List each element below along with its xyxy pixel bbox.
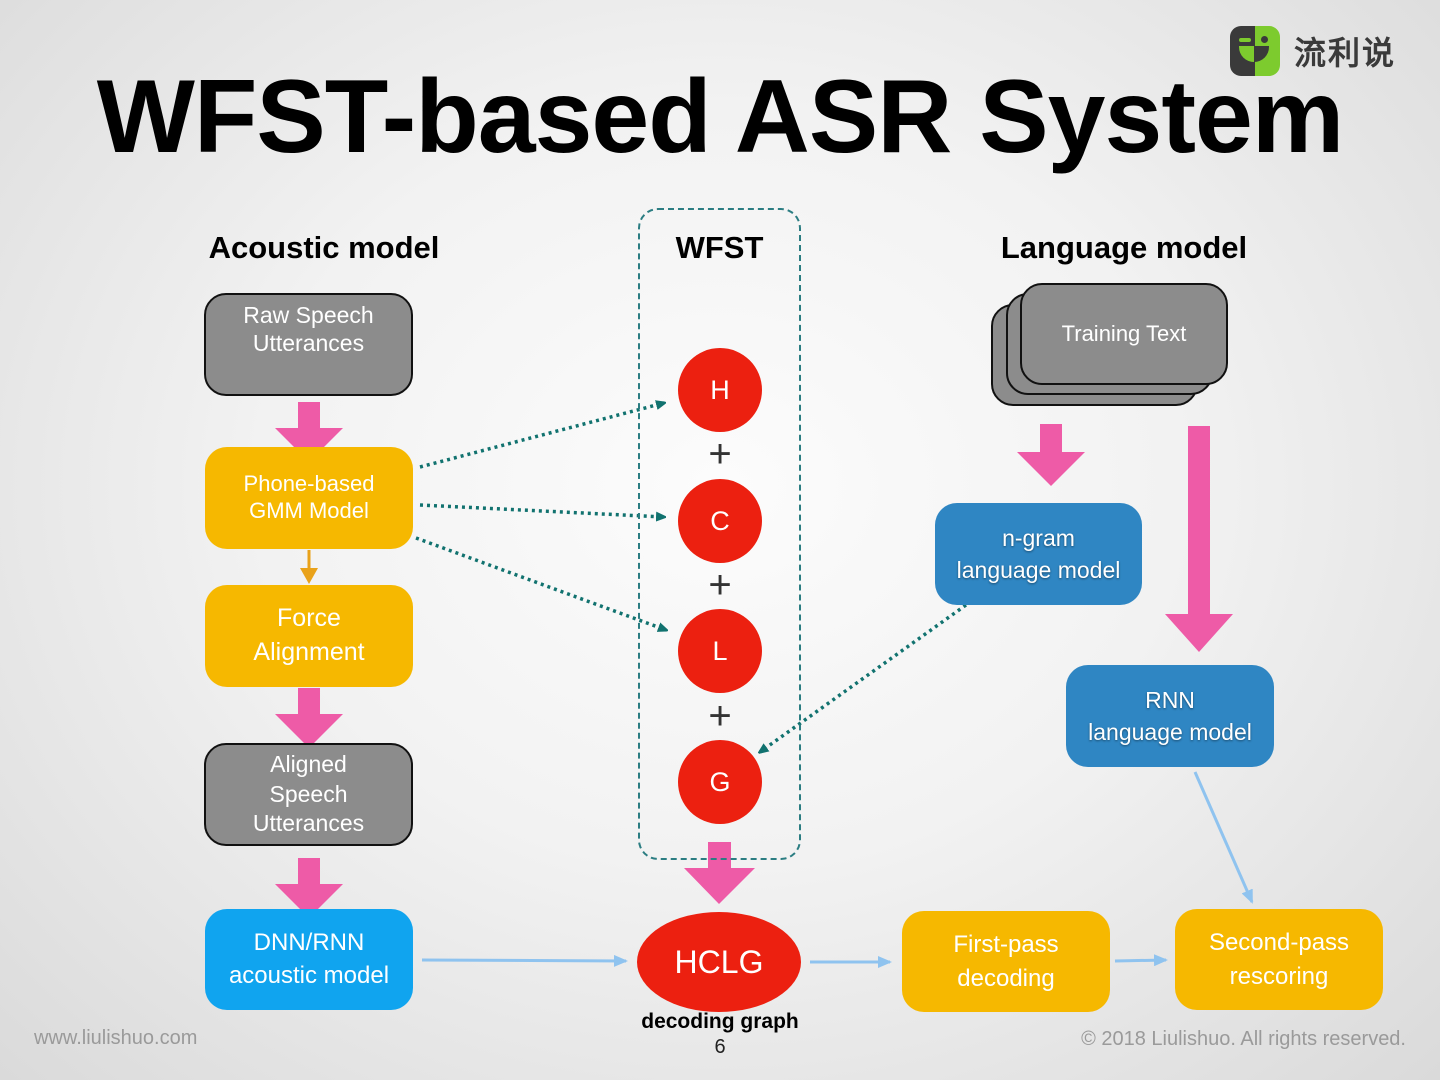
- slide-title: WFST-based ASR System: [96, 59, 1345, 175]
- aligned-line-3: Utterances: [252, 810, 365, 837]
- wfst-node-H: H: [678, 348, 762, 432]
- gmm-line-1: Phone-based: [243, 471, 375, 497]
- ngram-language-model-box: n-gram language model: [935, 503, 1142, 605]
- liulishuo-logo-icon: [1230, 26, 1280, 76]
- arrow-dnn-to-hclg: [421, 954, 628, 967]
- wfst-heading: WFST: [675, 230, 764, 265]
- first-pass-decoding-box: First-pass decoding: [902, 911, 1110, 1012]
- second-pass-rescoring-box: Second-pass rescoring: [1175, 909, 1383, 1010]
- aligned-line-1: Aligned: [270, 751, 347, 778]
- ngram-line-2: language model: [956, 557, 1121, 583]
- decoding-graph-caption: decoding graph: [641, 1010, 799, 1033]
- orange-arrow-gmm-to-force: [300, 550, 318, 584]
- pink-arrow-text-to-rnn: [1165, 426, 1233, 652]
- dnn-line-1: DNN/RNN: [253, 929, 365, 957]
- plus-operator: +: [708, 694, 732, 738]
- dotted-arrow-gmm-to-L: [415, 536, 666, 630]
- aligned-speech-box: Aligned Speech Utterances: [204, 743, 413, 846]
- gmm-model-box: Phone-based GMM Model: [205, 447, 413, 549]
- rnn-language-model-box: RNN language model: [1066, 665, 1274, 767]
- arrow-first-to-second-pass: [1114, 954, 1168, 967]
- plus-operator: +: [708, 432, 732, 476]
- pink-arrow-text-to-ngram: [1017, 424, 1085, 486]
- raw-speech-line-1: Raw Speech: [243, 302, 374, 328]
- acoustic-model-heading: Acoustic model: [208, 230, 440, 265]
- dnn-line-2: acoustic model: [228, 961, 390, 989]
- pink-arrow-force-to-aligned: [275, 688, 343, 748]
- dnn-acoustic-model-box: DNN/RNN acoustic model: [205, 909, 413, 1010]
- rnn-line-2: language model: [1088, 719, 1252, 745]
- hclg-node: HCLG: [637, 912, 801, 1012]
- force-alignment-box: Force Alignment: [205, 585, 413, 687]
- dotted-arrow-gmm-to-C: [419, 503, 664, 517]
- training-text-box: Training Text: [1020, 283, 1228, 385]
- first-pass-line-2: decoding: [957, 964, 1055, 992]
- aligned-line-2: Speech: [269, 780, 348, 807]
- force-line-1: Force: [277, 604, 341, 633]
- pink-arrow-raw-to-gmm: [275, 402, 343, 462]
- raw-speech-line-2: Utterances: [252, 330, 365, 357]
- first-pass-line-1: First-pass: [953, 931, 1059, 959]
- wfst-node-G: G: [678, 740, 762, 824]
- second-pass-line-2: rescoring: [1229, 962, 1329, 990]
- pink-arrow-wfst-to-hclg: [684, 842, 755, 904]
- brand-name: 流利说: [1294, 35, 1397, 71]
- wfst-node-C: C: [678, 479, 762, 563]
- arrow-rnn-to-second-pass: [1193, 771, 1254, 904]
- ngram-line-1: n-gram: [1002, 524, 1075, 551]
- language-model-heading: Language model: [1000, 230, 1248, 265]
- pink-arrow-aligned-to-dnn: [275, 858, 343, 918]
- gmm-line-2: GMM Model: [249, 498, 369, 523]
- dotted-arrow-gmm-to-H: [419, 403, 664, 469]
- force-line-2: Alignment: [253, 638, 365, 666]
- rnn-line-1: RNN: [1145, 686, 1195, 713]
- brand-logo: 流利说: [1230, 26, 1396, 76]
- wfst-node-L: L: [678, 609, 762, 693]
- dotted-arrow-ngram-to-G: [760, 603, 968, 752]
- footer-copyright: © 2018 Liulishuo. All rights reserved.: [1081, 1028, 1406, 1050]
- raw-speech-box: Raw Speech Utterances: [204, 293, 413, 396]
- footer-website-link[interactable]: www.liulishuo.com: [34, 1027, 198, 1049]
- wfst-group-frame: [638, 208, 801, 860]
- second-pass-line-1: Second-pass: [1208, 929, 1350, 957]
- plus-operator: +: [708, 563, 732, 607]
- page-number: 6: [714, 1036, 726, 1058]
